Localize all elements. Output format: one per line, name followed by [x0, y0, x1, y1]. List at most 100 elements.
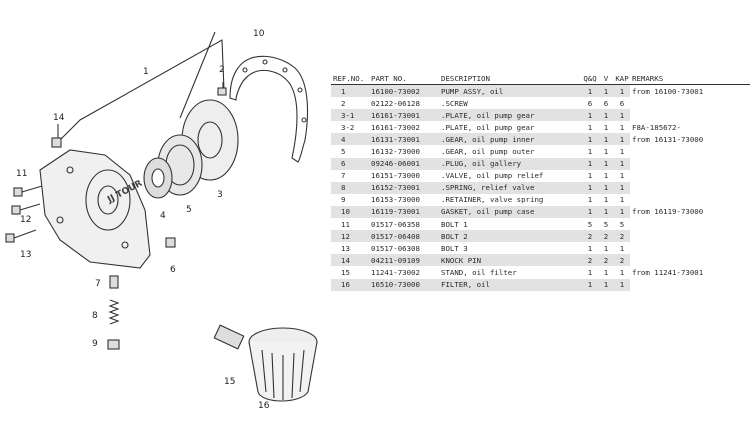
cell-qty-3: 1	[619, 122, 625, 132]
bolt-shapes	[5, 185, 43, 243]
cell-qty-2: 1	[598, 278, 614, 291]
cell-part-no: 16131-73001	[369, 133, 439, 146]
cell-qty-3: 1	[614, 133, 630, 146]
cell-ref-no: 16	[331, 278, 369, 291]
callout-7: 7	[95, 279, 101, 289]
callout-2: 2	[219, 65, 225, 75]
filter-stand-shape	[213, 324, 245, 350]
cell-qty-2: 1	[603, 195, 609, 205]
cell-part-no: 09246-06001	[369, 157, 439, 170]
callout-8: 8	[92, 311, 98, 321]
cell-qty-1: 1	[582, 205, 598, 219]
cell-qty-1: 1	[587, 122, 593, 132]
cell-part-no: 16119-73001	[369, 205, 439, 219]
cell-qty-3: 6	[619, 98, 625, 108]
cell-ref-no: 13	[341, 243, 350, 253]
cell-remarks	[630, 158, 750, 170]
callout-5: 5	[186, 205, 192, 215]
cell-ref-no: 12	[331, 230, 369, 243]
cell-description: FILTER, oil	[439, 278, 582, 291]
cell-ref-no: 11	[341, 219, 350, 229]
cell-qty-1: 1	[582, 278, 598, 291]
cell-ref-no: 3-2	[341, 122, 355, 132]
cell-remarks: F8A-185672-	[632, 122, 681, 132]
cell-qty-3: 1	[614, 181, 630, 194]
cell-ref-no: 10	[331, 205, 369, 219]
cell-qty-3: 2	[614, 254, 630, 267]
cell-qty-3: 1	[614, 278, 630, 291]
cell-part-no: 04211-09109	[369, 254, 439, 267]
pump-body-shape	[39, 149, 151, 269]
cell-qty-1: 2	[582, 230, 598, 243]
cell-remarks	[630, 230, 750, 242]
cell-ref-no: 5	[341, 147, 346, 157]
cell-qty-2: 2	[598, 254, 614, 267]
cell-qty-2: 1	[598, 133, 614, 146]
cell-part-no: 16510-73000	[369, 278, 439, 291]
cell-qty-1: 1	[587, 267, 593, 277]
cell-part-no: 16152-73001	[369, 181, 439, 194]
cell-qty-1: 1	[582, 84, 598, 98]
cell-ref-no: 14	[331, 254, 369, 267]
cell-remarks	[630, 218, 750, 230]
callout-10: 10	[253, 29, 265, 39]
parts-table: REF.NO. PART NO. DESCRIPTION Q&Q V KAP R…	[331, 72, 750, 291]
spring-retainer-shape	[107, 339, 120, 350]
cell-qty-2: 1	[603, 122, 609, 132]
cell-qty-2: 1	[603, 171, 609, 181]
cell-qty-2: 6	[603, 98, 609, 108]
cell-description: .PLUG, oil gallery	[439, 157, 582, 170]
cell-description: BOLT 2	[439, 230, 582, 243]
callout-3: 3	[217, 190, 223, 200]
cell-description: .VALVE, oil pump relief	[441, 171, 544, 181]
callout-12: 12	[20, 215, 31, 225]
header-qty-1: Q&Q	[582, 72, 598, 85]
cell-qty-1: 6	[587, 98, 593, 108]
cell-qty-3: 1	[619, 243, 625, 253]
header-remarks: REMARKS	[630, 72, 750, 85]
cell-description: .GEAR, oil pump inner	[439, 133, 582, 146]
cell-description: BOLT 3	[441, 243, 468, 253]
callout-15: 15	[224, 377, 235, 387]
cell-description: .GEAR, oil pump outer	[441, 147, 535, 157]
cell-remarks: from 11241-73001	[632, 267, 704, 277]
cell-qty-2: 1	[603, 267, 609, 277]
cell-part-no: 01517-06408	[369, 230, 439, 243]
cell-qty-1: 1	[587, 147, 593, 157]
header-description: DESCRIPTION	[439, 72, 582, 85]
cell-part-no: 16153-73000	[371, 195, 420, 205]
cell-remarks	[630, 97, 750, 109]
cell-qty-2: 1	[603, 147, 609, 157]
cell-description: .RETAINER, valve spring	[441, 195, 544, 205]
cell-description: GASKET, oil pump case	[439, 205, 582, 219]
cell-description: KNOCK PIN	[439, 254, 582, 267]
callout-9: 9	[92, 339, 98, 349]
cell-remarks: from 16131-73000	[632, 134, 704, 144]
cell-description: PUMP ASSY, oil	[439, 84, 582, 98]
cell-qty-3: 1	[619, 267, 625, 277]
cell-qty-1: 1	[582, 157, 598, 170]
callout-1: 1	[143, 67, 149, 77]
cell-description: .SPRING, relief valve	[439, 181, 582, 194]
cell-qty-3: 1	[614, 109, 630, 122]
cell-description: BOLT 1	[441, 219, 468, 229]
cell-qty-1: 5	[587, 219, 593, 229]
cell-ref-no: 3-1	[331, 109, 369, 122]
cell-qty-2: 2	[598, 230, 614, 243]
callout-4: 4	[160, 211, 166, 221]
cell-remarks: from 16100-73001	[632, 86, 704, 96]
table-header-row: REF.NO. PART NO. DESCRIPTION Q&Q V KAP R…	[331, 72, 750, 85]
cell-remarks	[630, 145, 750, 157]
header-part-no: PART NO.	[369, 72, 439, 85]
cell-part-no: 01517-06308	[371, 243, 420, 253]
